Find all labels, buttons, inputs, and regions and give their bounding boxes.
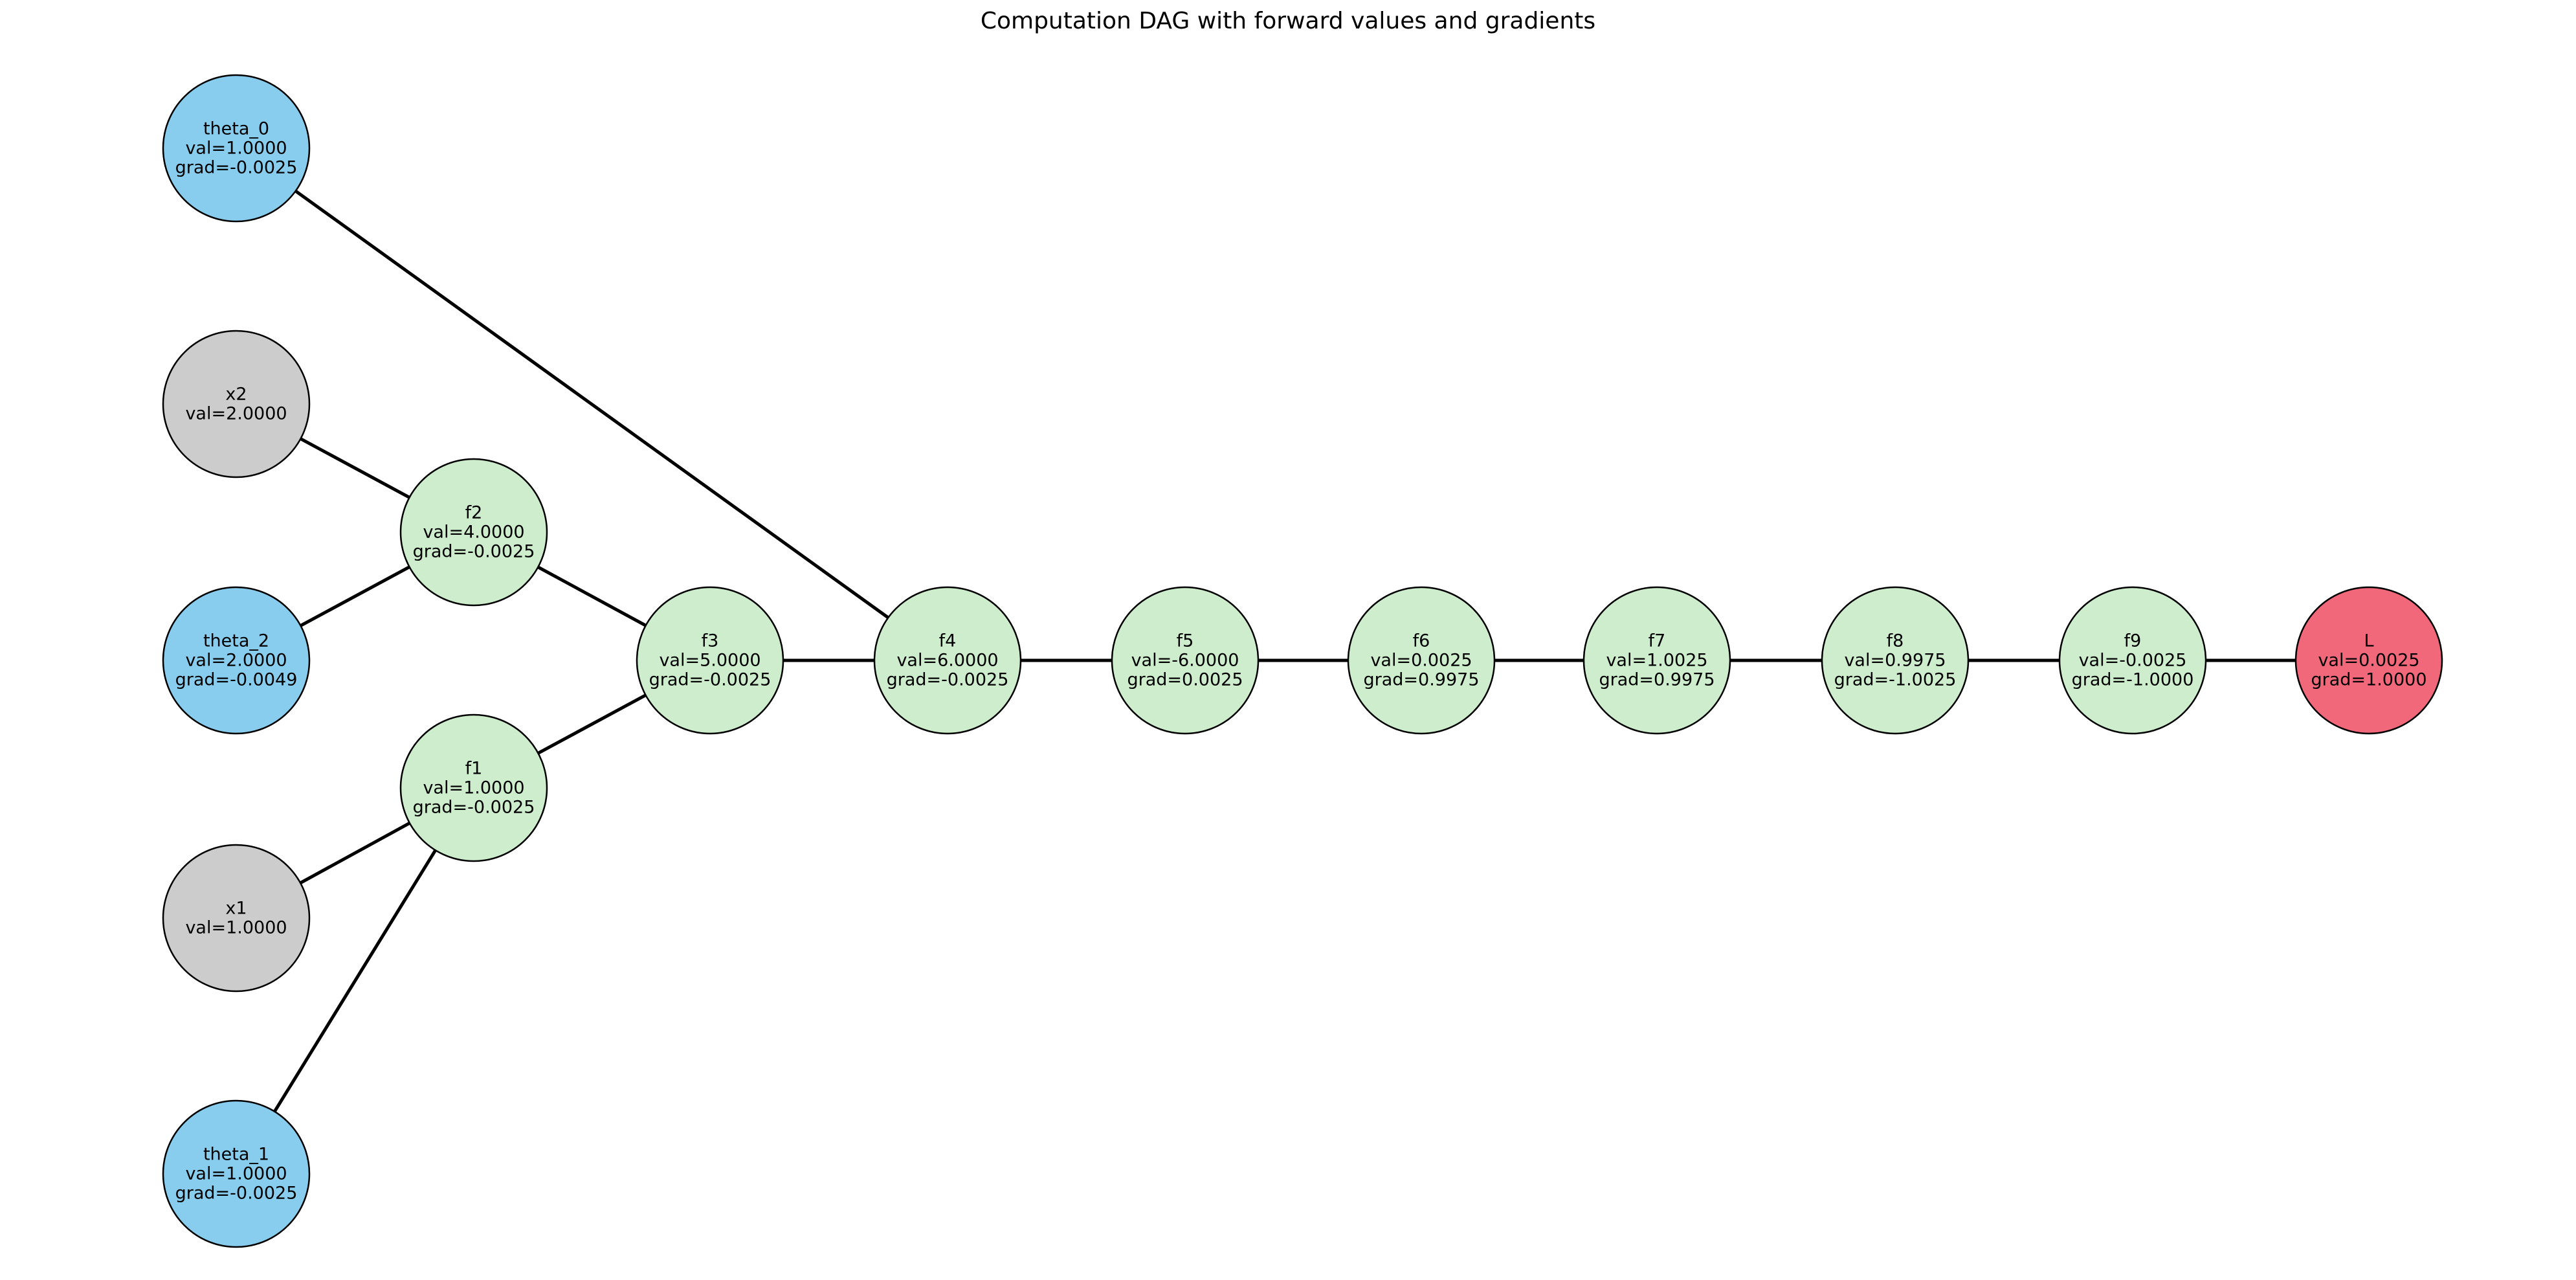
node-id-label: f7 (1649, 631, 1666, 651)
node-id-label: f4 (939, 631, 957, 651)
node-val-label: val=1.0000 (185, 1164, 287, 1184)
node-circle (1582, 586, 1731, 735)
node-circle (2058, 586, 2207, 735)
node-grad-label: grad=0.9975 (1599, 670, 1715, 690)
node-grad-label: grad=0.0025 (1127, 670, 1243, 690)
node-val-label: val=5.0000 (659, 651, 761, 671)
edge-theta_1-f1 (234, 787, 476, 1175)
node-val-label: val=1.0000 (185, 918, 287, 938)
node-circle (162, 330, 311, 478)
node-grad-label: grad=-0.0025 (887, 670, 1009, 690)
diagram-title: Computation DAG with forward values and … (980, 8, 1596, 34)
node-grad-label: grad=-0.0025 (175, 1184, 298, 1204)
node-grad-label: grad=0.9975 (1363, 670, 1479, 690)
node-val-label: val=4.0000 (423, 522, 524, 543)
node-id-label: L (2364, 631, 2373, 651)
node-circle (1347, 586, 1496, 735)
node-id-label: f1 (465, 759, 483, 779)
node-id-label: theta_1 (203, 1145, 269, 1165)
node-circle (399, 713, 548, 862)
node-circle (873, 586, 1022, 735)
node-id-label: f6 (1413, 631, 1430, 651)
node-circle (2294, 586, 2443, 735)
node-val-label: val=1.0000 (185, 139, 287, 159)
node-id-label: x1 (225, 899, 247, 919)
node-id-label: f3 (702, 631, 719, 651)
node-val-label: val=6.0000 (896, 651, 998, 671)
node-id-label: f8 (1887, 631, 1904, 651)
node-grad-label: grad=1.0000 (2311, 670, 2426, 690)
node-grad-label: grad=-0.0025 (413, 798, 535, 818)
node-grad-label: grad=-1.0000 (2072, 670, 2194, 690)
node-val-label: val=1.0025 (1606, 651, 1707, 671)
node-circle (162, 844, 311, 993)
node-grad-label: grad=-0.0025 (175, 158, 298, 178)
node-circle (1111, 586, 1260, 735)
node-id-label: f5 (1177, 631, 1194, 651)
node-val-label: val=1.0000 (423, 778, 524, 798)
node-val-label: val=2.0000 (185, 404, 287, 424)
node-circle (162, 586, 311, 735)
node-val-label: val=0.0025 (2318, 651, 2419, 671)
node-grad-label: grad=-1.0025 (1834, 670, 1957, 690)
node-id-label: f2 (465, 503, 483, 523)
node-circle (636, 586, 784, 735)
node-val-label: val=-0.0025 (2079, 651, 2187, 671)
node-val-label: val=-6.0000 (1131, 651, 1239, 671)
node-circle (1821, 586, 1970, 735)
node-val-label: val=0.0025 (1370, 651, 1472, 671)
node-id-label: theta_0 (203, 119, 269, 139)
node-val-label: val=2.0000 (185, 651, 287, 671)
node-id-label: f9 (2124, 631, 2142, 651)
node-id-label: x2 (225, 385, 247, 405)
node-circle (162, 1099, 311, 1248)
node-circle (162, 74, 311, 223)
node-val-label: val=0.9975 (1844, 651, 1946, 671)
node-id-label: theta_2 (203, 631, 269, 651)
node-grad-label: grad=-0.0049 (175, 670, 298, 690)
node-grad-label: grad=-0.0025 (413, 542, 535, 562)
node-circle (399, 458, 548, 607)
edge-theta_0-f4 (235, 146, 949, 662)
node-grad-label: grad=-0.0025 (649, 670, 772, 690)
